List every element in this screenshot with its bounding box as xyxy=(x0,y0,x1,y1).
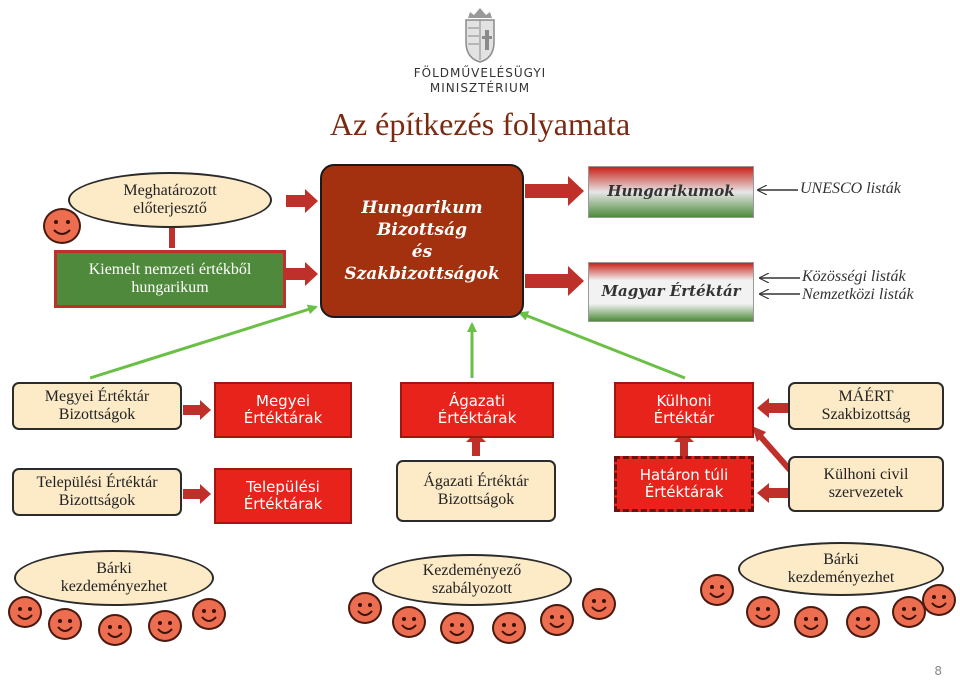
maert-line1: MÁÉRT xyxy=(838,387,894,405)
unesco-lists: UNESCO listák xyxy=(800,180,901,197)
telepulesi-bizottsagok-line2: Bizottságok xyxy=(58,492,136,509)
barki-left-ellipse: Bárki kezdeményezhet xyxy=(14,550,214,606)
green-arrow-kulhoni xyxy=(518,311,686,380)
hataron-tuli-line1: Határon túli xyxy=(639,465,729,484)
smiley-icon xyxy=(348,592,382,624)
kozossegi-lists: Közösségi listák xyxy=(802,268,906,285)
kulhoni-civil-line1: Külhoni civil xyxy=(823,465,909,483)
maert-box: MÁÉRT Szakbizottság xyxy=(788,382,944,430)
smiley-icon xyxy=(746,596,780,628)
smiley-icon xyxy=(492,612,526,644)
smiley-icon xyxy=(892,596,926,628)
smiley-icon xyxy=(794,606,828,638)
barki-left-line1: Bárki xyxy=(96,559,132,577)
hungarikumok-box: Hungarikumok xyxy=(588,166,754,218)
red-arrow-civil-to-kulhoni xyxy=(752,426,793,472)
kezdemenyezo-line1: Kezdeményező xyxy=(422,561,522,579)
agazati-bizottsagok-box: Ágazati Értéktár Bizottságok xyxy=(396,460,556,522)
telepulesi-ertektarak-line2: Értéktárak xyxy=(243,495,323,513)
smiley-icon xyxy=(192,598,226,630)
telepulesi-ertektarak-line1: Települési xyxy=(246,477,320,496)
highlighted-line1: Kiemelt nemzeti értékből xyxy=(88,260,252,278)
agazati-ertektarak-box: Ágazati Értéktárak xyxy=(400,382,554,438)
smiley-icon xyxy=(540,604,574,636)
red-arrow-row1-left xyxy=(183,400,211,420)
committee-line1: Hungarikum xyxy=(361,197,483,218)
kulhoni-ertektar-box: Külhoni Értéktár xyxy=(614,382,754,438)
kezdemenyezo-ellipse: Kezdeményező szabályozott xyxy=(372,554,572,606)
hataron-tuli-line2: Értéktárak xyxy=(644,483,724,501)
page-number: 8 xyxy=(934,664,942,678)
ministry-name-line2: MINISZTÉRIUM xyxy=(429,81,531,95)
kulhoni-civil-box: Külhoni civil szervezetek xyxy=(788,456,944,512)
red-arrow-highlighted-to-committee xyxy=(286,262,318,286)
telepulesi-bizottsagok-line1: Települési Értéktár xyxy=(36,473,158,491)
smiley-icon xyxy=(43,208,81,244)
smiley-icon xyxy=(846,606,880,638)
hungarikum-committee-box: Hungarikum Bizottság és Szakbizottságok xyxy=(320,164,524,318)
smiley-icon xyxy=(922,584,956,616)
agazati-bizottsagok-line1: Ágazati Értéktár xyxy=(423,472,529,490)
kulhoni-civil-line2: szervezetek xyxy=(828,484,904,501)
agazati-ertektarak-line1: Ágazati xyxy=(448,391,506,410)
ministry-name-line1: FÖLDMŰVELÉSÜGYI xyxy=(413,66,547,80)
smiley-icon xyxy=(392,606,426,638)
proposer-line2: előterjesztő xyxy=(133,200,207,217)
coat-of-arms-icon xyxy=(465,8,495,63)
committee-line3: és xyxy=(411,242,433,262)
red-arrow-row2-left xyxy=(183,484,211,504)
barki-right-line2: kezdeményezhet xyxy=(787,569,895,586)
red-arrow-civil-to-hataron xyxy=(757,483,788,503)
agazati-bizottsagok-line2: Bizottságok xyxy=(437,491,515,508)
agazati-ertektarak-line2: Értéktárak xyxy=(437,409,517,427)
red-arrow-to-magyar-ertektar xyxy=(525,266,584,296)
barki-left-line2: kezdeményezhet xyxy=(60,578,168,595)
proposer-ellipse: Meghatározott előterjesztő xyxy=(68,172,272,228)
megyei-bizottsagok-box: Megyei Értéktár Bizottságok xyxy=(12,382,182,430)
hungarikumok-label: Hungarikumok xyxy=(607,182,735,201)
red-arrow-to-hungarikumok xyxy=(525,176,584,206)
ministry-logo xyxy=(452,6,508,64)
highlighted-hungarikum-box: Kiemelt nemzeti értékből hungarikum xyxy=(54,250,286,308)
smiley-icon xyxy=(700,574,734,606)
megyei-ertektarak-line1: Megyei xyxy=(256,391,310,410)
magyar-ertektar-label: Magyar Értéktár xyxy=(601,282,741,301)
smiley-icon xyxy=(582,588,616,620)
smiley-icon xyxy=(48,608,82,640)
smiley-icon xyxy=(148,610,182,642)
page-title: Az építkezés folyamata xyxy=(329,106,631,142)
committee-line2: Bizottság xyxy=(377,219,467,240)
smiley-icon xyxy=(8,596,42,628)
megyei-bizottsagok-line1: Megyei Értéktár xyxy=(44,387,150,405)
barki-right-line1: Bárki xyxy=(823,550,859,568)
kulhoni-ertektar-line2: Értéktár xyxy=(653,409,715,427)
magyar-ertektar-box: Magyar Értéktár xyxy=(588,262,754,322)
maert-line2: Szakbizottság xyxy=(821,406,911,423)
committee-line4: Szakbizottságok xyxy=(344,264,500,285)
megyei-ertektarak-box: Megyei Értéktárak xyxy=(214,382,352,438)
red-arrow-proposer-to-committee xyxy=(286,189,318,213)
hataron-tuli-box: Határon túli Értéktárak xyxy=(614,456,754,512)
proposer-line1: Meghatározott xyxy=(123,181,217,199)
green-arrow-megyei xyxy=(89,304,318,380)
megyei-bizottsagok-line2: Bizottságok xyxy=(58,406,136,423)
telepulesi-ertektarak-box: Települési Értéktárak xyxy=(214,468,352,524)
telepulesi-bizottsagok-box: Települési Értéktár Bizottságok xyxy=(12,468,182,516)
highlighted-line2: hungarikum xyxy=(131,279,209,296)
red-arrow-maert-to-kulhoni xyxy=(757,398,788,418)
nemzetkozi-lists: Nemzetközi listák xyxy=(802,286,914,303)
megyei-ertektarak-line2: Értéktárak xyxy=(243,409,323,427)
kezdemenyezo-line2: szabályozott xyxy=(432,580,512,597)
kulhoni-ertektar-line1: Külhoni xyxy=(656,391,712,410)
smiley-icon xyxy=(440,612,474,644)
barki-right-ellipse: Bárki kezdeményezhet xyxy=(738,542,944,596)
smiley-icon xyxy=(98,614,132,646)
